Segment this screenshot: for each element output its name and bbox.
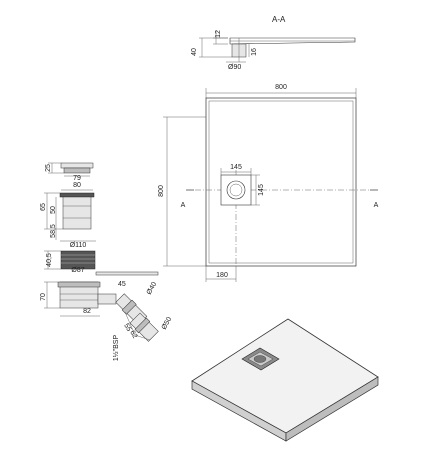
plan-view: 800 800 145 145 180 A A	[158, 84, 379, 282]
section-dim-height: 40	[191, 48, 198, 56]
siphon-thread-diameter: Ø87	[71, 267, 84, 274]
drain-offset-label: 180	[216, 272, 228, 279]
section-view: A-A 12 40 Ø90 16	[191, 15, 356, 71]
siphon-body-height: 65	[40, 203, 47, 211]
siphon-flange-diameter: Ø110	[70, 242, 87, 249]
siphon-angle: 45	[118, 281, 126, 288]
drain-circle	[226, 180, 246, 200]
drain-width-label: 145	[230, 164, 242, 171]
tray-top-face	[191, 318, 379, 434]
siphon-inner-height: 50	[50, 206, 57, 214]
siphon-elbow-a: 55	[122, 323, 132, 333]
siphon-nut	[60, 250, 96, 270]
siphon-trap-height: 70	[40, 293, 47, 301]
siphon-outlet-big: Ø50	[161, 316, 174, 331]
drain-height-label: 145	[258, 184, 265, 196]
section-title: A-A	[272, 15, 286, 24]
siphon-grate-width: 80	[73, 182, 81, 189]
siphon-cap	[60, 162, 94, 169]
tray-3d-view	[191, 318, 379, 442]
siphon-total-height: 58,5	[50, 224, 57, 238]
siphon-outlet-diameter: Ø40	[146, 281, 159, 296]
section-dim-drain: Ø90	[228, 64, 241, 71]
siphon-thread-spec: 1½"BSP	[112, 335, 120, 362]
section-dim-depth: 16	[251, 48, 258, 56]
siphon-detail: 25 79 80 65 50 58,5 Ø110 40,5 Ø87	[40, 162, 174, 362]
siphon-trap-length: 82	[83, 308, 91, 315]
siphon-elbow-b: 62	[128, 330, 138, 340]
tray-outline	[205, 97, 357, 267]
section-dim-top: 12	[215, 30, 222, 38]
plan-width-label: 800	[275, 84, 287, 91]
tray-right-edge	[285, 376, 379, 442]
section-mark-right: A	[374, 202, 379, 209]
siphon-body	[62, 196, 92, 230]
section-mark-left: A	[181, 202, 186, 209]
siphon-cap-height: 25	[45, 164, 52, 172]
siphon-nut-height: 40,5	[46, 253, 53, 267]
siphon-cap-width: 79	[73, 175, 81, 182]
plan-height-label: 800	[158, 185, 165, 197]
